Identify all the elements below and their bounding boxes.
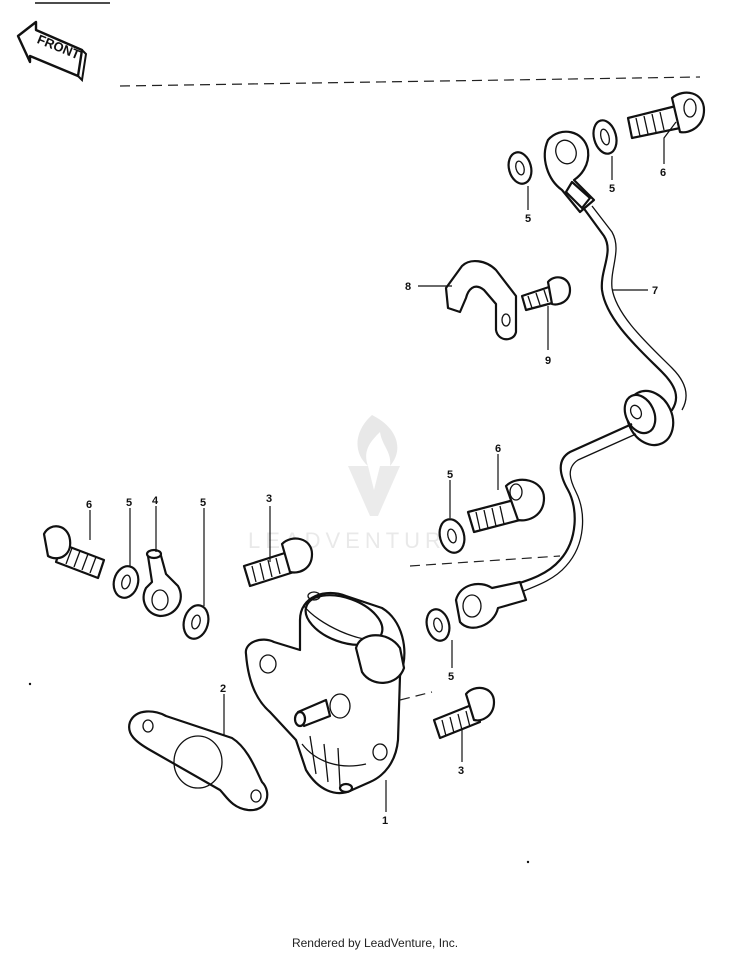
banjo-fitting-lower [454,580,528,629]
mounting-bolt-lower [432,686,496,740]
banjo-bolt-left [42,525,106,580]
callout-label: 4 [152,495,159,507]
callout-label: 8 [405,281,411,293]
watermark-logo: LEADVENTURE [248,415,466,553]
callout-label: 6 [86,499,92,511]
reference-dash-line [119,76,701,87]
guide-dash-a [409,555,561,567]
callout-label: 7 [652,285,658,297]
stray-mark-left [28,682,32,686]
washer-left-b [182,604,210,640]
pump-gasket [128,710,269,812]
banjo-bolt-lower [466,478,546,534]
callout-label: 5 [126,497,132,509]
callout-label: 6 [660,167,666,179]
callout-labels: 6 5 5 7 8 9 6 5 6 5 4 5 3 2 1 5 3 [86,167,666,827]
callout-label: 5 [525,213,531,225]
banjo-bolt-upper [626,91,706,140]
stray-mark-right [526,860,530,864]
washer-upper-right [592,119,618,155]
bracket-bolt [520,276,572,312]
front-badge: FRONT [16,20,88,83]
banjo-fitting-left [142,548,182,618]
watermark-text: LEADVENTURE [248,528,466,553]
washer-lower-upper [438,518,466,554]
guide-dash-b [399,691,433,701]
leader-lines [89,121,677,812]
callout-label: 5 [448,671,454,683]
callout-label: 9 [545,355,551,367]
oil-pump-body [244,591,406,795]
callout-label: 5 [609,183,615,195]
callout-label: 1 [382,815,388,827]
washer-lower-lower [425,608,451,642]
pipe-bracket [444,260,518,341]
callout-label: 3 [266,493,272,505]
mounting-bolt-upper [242,537,314,588]
washer-upper-left [507,151,533,185]
washer-left-a [112,565,140,599]
footer-credit: Rendered by LeadVenture, Inc. [291,936,459,950]
callout-label: 5 [200,497,206,509]
callout-label: 5 [447,469,453,481]
oil-pipe [509,205,687,595]
callout-label: 2 [220,683,226,695]
callout-label: 3 [458,765,464,777]
callout-label: 6 [495,443,501,455]
banjo-fitting-upper [543,130,596,214]
